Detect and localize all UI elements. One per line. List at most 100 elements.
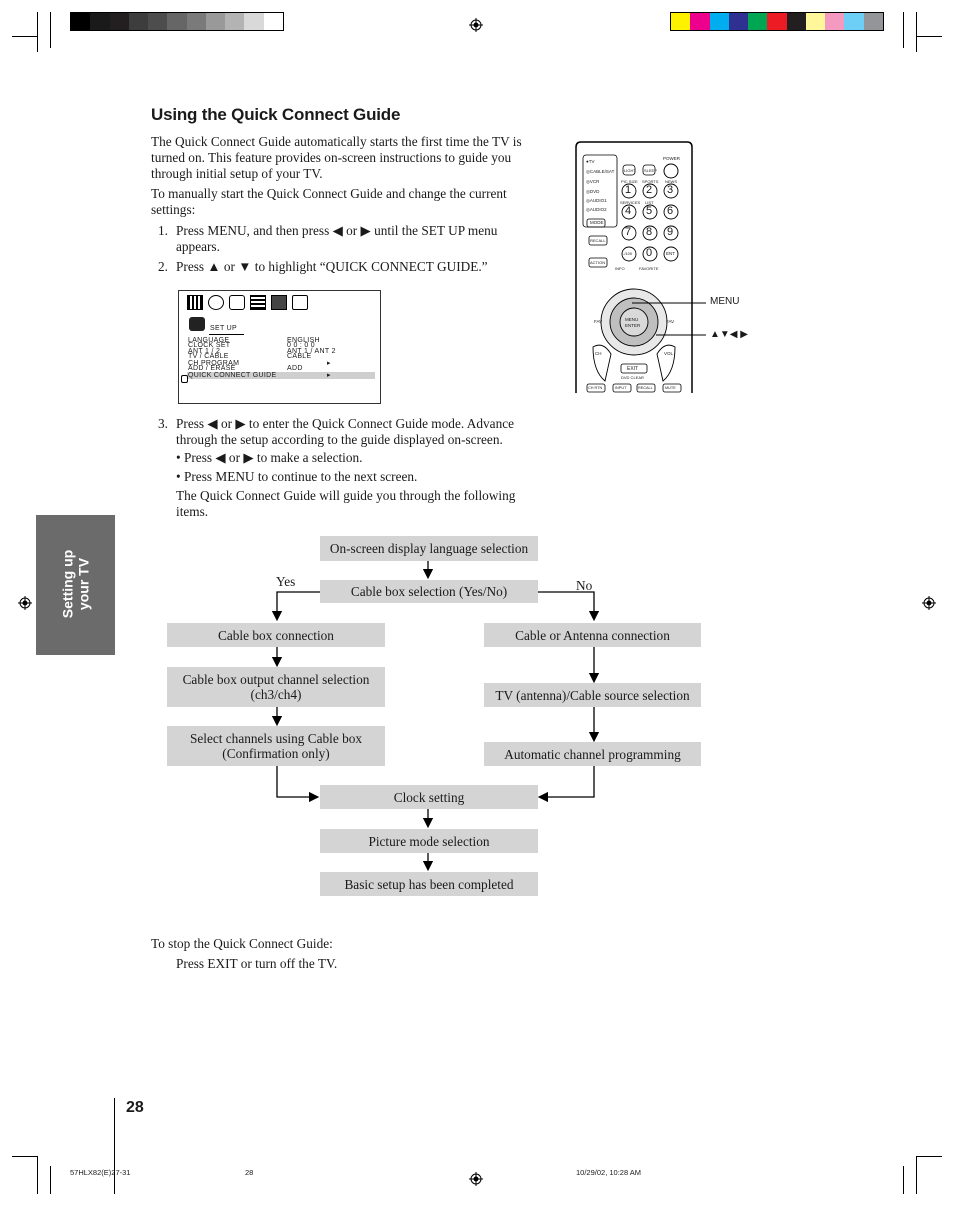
remote-key-3: 3	[667, 184, 674, 196]
flow-step-language: On-screen display language selection	[320, 536, 538, 561]
step-number: 3.	[158, 416, 168, 431]
flow-step-auto-programming: Automatic channel programming	[484, 742, 701, 766]
remote-picsize-label: PIC SIZE	[621, 179, 638, 184]
step-text: Press ▲ or ▼ to highlight “QUICK CONNECT…	[176, 259, 488, 274]
arrows-callout-label: ▲▼◀ ▶	[710, 329, 748, 340]
remote-mode-vcr: ◎VCR	[586, 179, 600, 184]
remote-news-label: NEWS	[665, 179, 677, 184]
stop-instructions: To stop the Quick Connect Guide:	[151, 936, 333, 951]
flow-step-antenna-connection: Cable or Antenna connection	[484, 623, 701, 647]
page-title: Using the Quick Connect Guide	[151, 105, 401, 124]
remote-menu-center: MENU	[625, 317, 639, 322]
remote-enter-center: ENTER	[625, 323, 641, 328]
step-number: 1.	[158, 223, 168, 238]
selected-setup-icon	[189, 317, 205, 331]
remote-list-label: LIST	[645, 200, 654, 205]
remote-key-9: 9	[667, 226, 674, 238]
remote-callout-lines	[632, 302, 706, 336]
remote-sleep-key: SLEEP	[644, 168, 657, 173]
menu-row-value: ▸	[327, 360, 331, 367]
menu-title: SET UP	[210, 325, 237, 332]
remote-fav-right: FAV	[666, 319, 675, 324]
remote-action-key: ACTION	[590, 260, 606, 265]
menu-row-value: ▸	[327, 372, 331, 379]
setup-menu-screen: SET UP LANGUAGE ENGLISH CLOCK SET 0 0 : …	[178, 290, 381, 404]
menu-row-label: CLOCK SET	[188, 342, 231, 349]
remote-body	[575, 141, 693, 393]
flow-step-complete: Basic setup has been completed	[320, 872, 538, 896]
remote-mode-dvd: ◎DVD	[586, 189, 600, 194]
registration-mark-icon	[469, 18, 483, 32]
lock-icon	[250, 295, 266, 310]
registration-mark-icon	[922, 596, 936, 610]
remote-mode-audio2: ◎AUDIO2	[586, 207, 607, 212]
flow-yes-label: Yes	[276, 574, 296, 589]
menu-row-label: LANGUAGE	[188, 337, 230, 344]
remote-dvd-clear-label: DVD CLEAR	[621, 375, 644, 380]
remote-mode-key: MODE	[590, 220, 604, 225]
gray-calibration-bar	[70, 12, 284, 31]
flow-step-clock-setting: Clock setting	[320, 785, 538, 809]
remote-chrtn-key: CH RTN	[588, 386, 603, 390]
remote-mode-tv: ●TV	[586, 159, 595, 164]
pip-icon	[271, 295, 287, 310]
step-followup: The Quick Connect Guide will guide you t…	[176, 488, 516, 519]
remote-ch-label: CH	[595, 351, 602, 356]
menu-icon-row	[187, 295, 322, 311]
remote-power-label: POWER	[663, 156, 681, 161]
flow-no-label: No	[576, 578, 593, 593]
remote-control: ●TV ◎CABLE/SAT ◎VCR ◎DVD ◎AUDIO1 ◎AUDIO2…	[575, 141, 693, 393]
menu-row-label: QUICK CONNECT GUIDE	[188, 372, 277, 379]
remote-key-4: 4	[625, 205, 632, 217]
page-number: 28	[126, 1099, 144, 1116]
flow-step-picture-mode: Picture mode selection	[320, 829, 538, 853]
color-calibration-bar	[670, 12, 884, 31]
remote-services-label: SERVICES	[620, 200, 641, 205]
remote-light-key: LIGHT	[624, 168, 636, 173]
remote-info-label: INFO	[615, 266, 625, 271]
cursor-hand-icon	[181, 375, 188, 383]
remote-key-7: 7	[625, 226, 632, 238]
remote-mode-audio1: ◎AUDIO1	[586, 198, 607, 203]
menu-row-label: CH PROGRAM	[188, 360, 240, 367]
remote-key-8: 8	[646, 226, 653, 238]
remote-vol-label: VOL	[664, 351, 674, 356]
flow-step-cable-box-selection: Cable box selection (Yes/No)	[320, 580, 538, 603]
registration-mark-icon	[469, 1172, 483, 1186]
menu-title-underline	[209, 334, 244, 335]
footer-timestamp: 10/29/02, 10:28 AM	[576, 1168, 642, 1177]
bullet-item: • Press MENU to continue to the next scr…	[176, 469, 418, 484]
remote-exit-key: EXIT	[627, 366, 639, 372]
menu-row-value: ANT 1 / ANT 2	[287, 348, 336, 355]
flow-step-select-channels: Select channels using Cable box (Confirm…	[167, 726, 385, 766]
registration-mark-icon	[18, 596, 32, 610]
footer-file-name: 57HLX82(E)27-31	[70, 1168, 131, 1177]
timer-icon	[229, 295, 245, 310]
bullet-item: • Press ◀ or ▶ to make a selection.	[176, 450, 363, 465]
menu-row-label: ADD / ERASE	[188, 365, 236, 372]
menu-row-value: 0 0 : 0 0	[287, 342, 315, 349]
remote-favorite-label: FAVORITE	[639, 266, 659, 271]
remote-input-key: INPUT	[615, 386, 627, 390]
menu-row-value: ENGLISH	[287, 337, 320, 344]
remote-mute-key: MUTE	[665, 386, 676, 390]
flow-step-cable-box-output: Cable box output channel selection (ch3/…	[167, 667, 385, 707]
flow-step-source-selection: TV (antenna)/Cable source selection	[484, 683, 701, 707]
footer-page: 28	[245, 1168, 254, 1177]
step-number: 2.	[158, 259, 168, 274]
remote-sports-label: SPORTS	[642, 179, 659, 184]
step-text: Press ◀ or ▶ to enter the Quick Connect …	[176, 416, 515, 447]
audio-icon	[208, 295, 224, 310]
remote-key-2: 2	[646, 184, 653, 196]
remote-ent-key: ENT	[666, 251, 675, 256]
stop-instructions-sub: Press EXIT or turn off the TV.	[176, 956, 338, 971]
setup-icon	[292, 295, 308, 310]
quick-connect-highlight	[187, 372, 375, 379]
intro-paragraph: The Quick Connect Guide automatically st…	[151, 134, 522, 181]
menu-row-value: CABLE	[287, 353, 312, 360]
menu-callout-label: MENU	[710, 296, 740, 307]
picture-icon	[187, 295, 203, 310]
menu-row-label: ANT 1 / 2	[188, 348, 221, 355]
remote-key-6: 6	[667, 205, 674, 217]
